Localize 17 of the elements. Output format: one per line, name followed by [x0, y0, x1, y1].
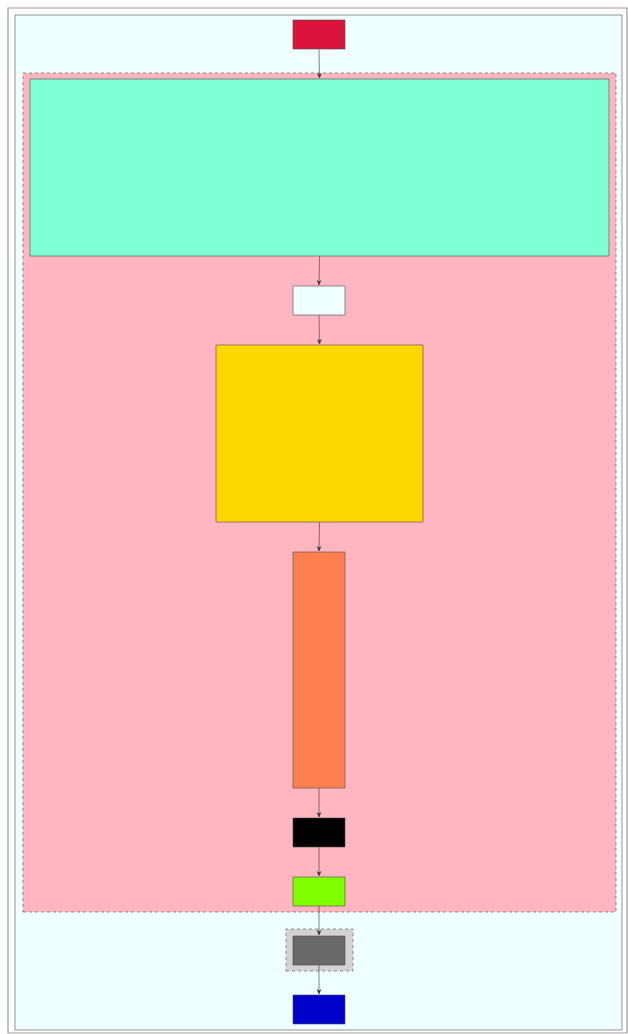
process-box: [292, 876, 346, 907]
arrow: [316, 847, 322, 877]
process-box: [292, 935, 346, 966]
process-box: [292, 551, 346, 789]
process-box: [292, 19, 346, 50]
arrow: [316, 788, 322, 818]
arrow: [317, 315, 322, 345]
process-box: [29, 78, 610, 257]
process-box: [292, 994, 346, 1025]
process-box: [215, 344, 424, 523]
arrow: [316, 906, 322, 936]
arrow: [316, 256, 322, 286]
process-box: [292, 817, 346, 848]
arrow: [316, 522, 322, 552]
process-box: [292, 285, 346, 316]
arrow: [317, 49, 322, 79]
arrow: [316, 965, 322, 995]
